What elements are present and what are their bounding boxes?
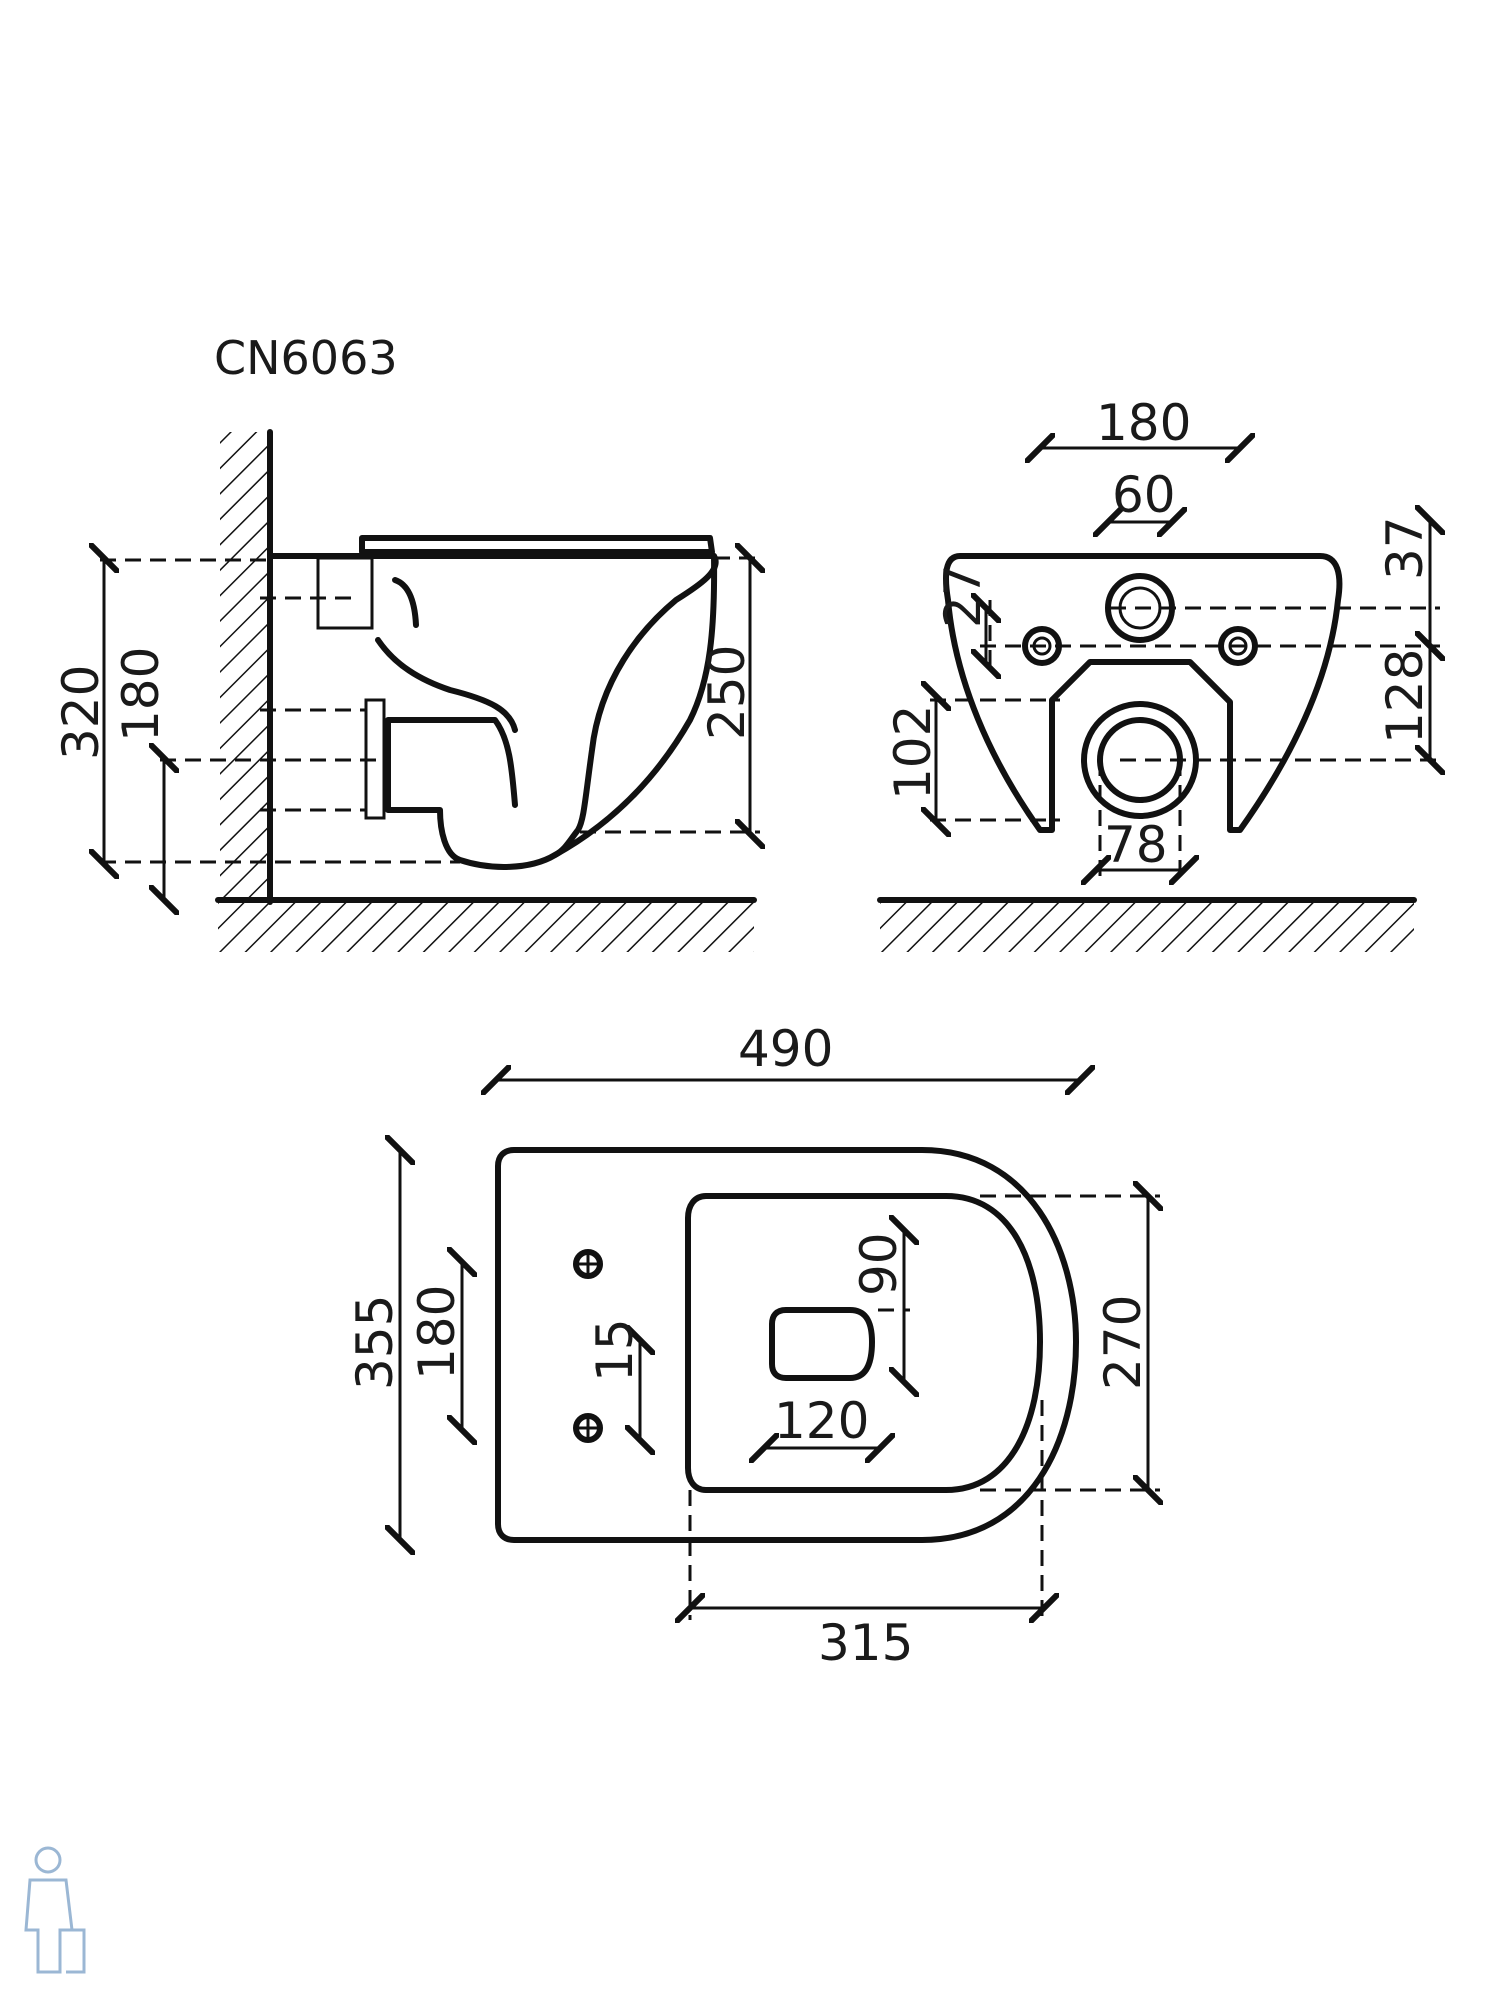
seat-lid xyxy=(359,535,715,555)
bowl-rim xyxy=(392,577,419,628)
wall-hatch xyxy=(220,432,268,902)
top-body xyxy=(495,1147,1079,1543)
top-drain xyxy=(769,1307,875,1381)
top-dim-490: 490 xyxy=(738,1020,833,1078)
top-dim-15: 15 xyxy=(586,1318,644,1382)
top-view: 490 355 180 15 90 120 270 315 xyxy=(346,1020,1160,1672)
top-bowl xyxy=(685,1193,1043,1493)
floor-hatch xyxy=(218,902,754,952)
top-dim-90: 90 xyxy=(850,1232,908,1296)
front-dim-102: 102 xyxy=(884,705,942,800)
floor-hatch-front xyxy=(880,902,1414,952)
top-dim-315: 315 xyxy=(818,1614,913,1672)
side-dim-250: 250 xyxy=(698,645,756,740)
front-dim-180: 180 xyxy=(1096,394,1191,452)
top-dim-270: 270 xyxy=(1094,1295,1152,1390)
front-dim-128: 128 xyxy=(1376,649,1434,744)
front-dim-27: 27 xyxy=(934,564,992,628)
front-dim-78: 78 xyxy=(1104,816,1168,874)
side-view: 320 180 250 xyxy=(52,429,760,952)
top-dim-180: 180 xyxy=(408,1285,466,1380)
bowl-trap xyxy=(375,637,518,733)
side-dim-180: 180 xyxy=(112,647,170,742)
top-dim-355: 355 xyxy=(346,1295,404,1390)
bowl-outline xyxy=(267,553,719,870)
bowl-back xyxy=(552,553,718,858)
plumber-logo xyxy=(24,1846,86,1974)
model-label: CN6063 xyxy=(214,331,398,385)
front-body xyxy=(943,553,1343,833)
front-view: 180 60 37 128 27 102 78 xyxy=(877,394,1440,952)
inlet-pipe xyxy=(316,556,374,630)
front-dim-60: 60 xyxy=(1112,466,1176,524)
side-dim-320: 320 xyxy=(52,665,110,760)
front-dim-37: 37 xyxy=(1376,516,1434,580)
top-dim-120: 120 xyxy=(774,1392,869,1450)
